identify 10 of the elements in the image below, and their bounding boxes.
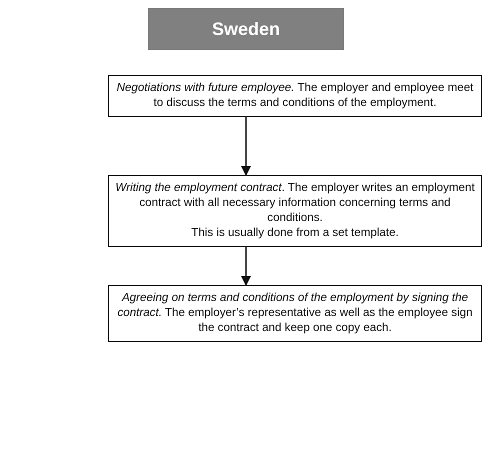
step-description: Agreeing on terms and conditions of the employment by signing the contract. The employer’s representative as well as the employee sign the contract and keep one copy each. (116, 290, 474, 335)
process-box (108, 285, 482, 342)
arrow (241, 117, 251, 176)
arrow (241, 247, 251, 286)
process-box (108, 175, 482, 247)
step-description: Writing the employment contract. The employer writes an employment contract with all necessary information concerning terms and conditions. (114, 180, 476, 225)
step-description: Negotiations with future employee. The employer and employee meet to discuss the terms and conditions of the employment. (116, 80, 474, 110)
title-banner: Sweden (148, 8, 344, 50)
process-box (108, 75, 482, 117)
step-description: This is usually done from a set template. (190, 225, 400, 240)
